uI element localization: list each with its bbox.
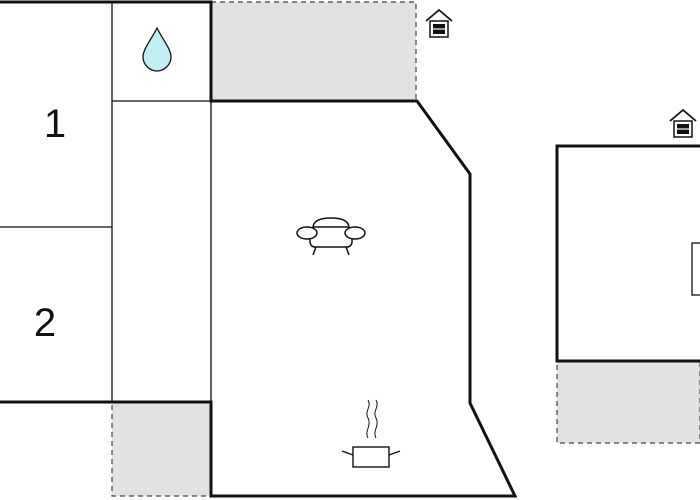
annex-walls	[555, 144, 700, 363]
annex-door	[691, 242, 700, 296]
sofa-icon	[296, 217, 366, 256]
main-house-walls	[0, 0, 518, 498]
terrace-annex	[556, 360, 700, 444]
room-number-2: 2	[34, 301, 56, 345]
terrace-top	[210, 1, 417, 102]
interior-walls	[0, 2, 212, 402]
house-icon	[669, 108, 697, 138]
terrace-bottom	[111, 401, 212, 497]
water-drop-icon	[142, 26, 172, 72]
house-icon	[425, 8, 453, 38]
cooking-pot-icon	[341, 399, 401, 468]
room-number-1: 1	[44, 102, 66, 146]
